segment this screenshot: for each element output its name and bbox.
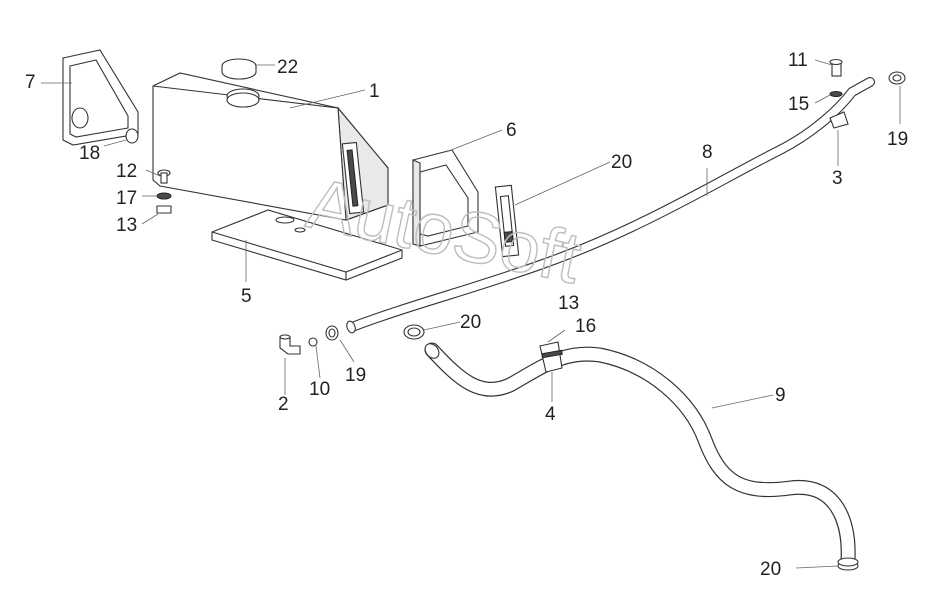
callout-9: 9 (775, 385, 786, 406)
clamp-part-20b (837, 557, 859, 571)
gauge-part-21 (494, 184, 520, 258)
plate-part-5 (211, 209, 403, 281)
callout-10: 10 (309, 379, 330, 400)
callout-16: 16 (575, 316, 596, 337)
fasteners-right (829, 58, 906, 129)
callout-19-low: 19 (345, 365, 366, 386)
callout-18: 18 (79, 143, 100, 164)
cap-part-22 (221, 58, 257, 80)
callout-3: 3 (832, 168, 843, 189)
callout-20-low: 20 (760, 559, 781, 580)
bracket-part-6 (412, 149, 479, 247)
callout-5: 5 (241, 286, 252, 307)
leader-lines (41, 59, 901, 569)
callout-17: 17 (116, 188, 137, 209)
callout-4: 4 (545, 404, 556, 425)
callout-7: 7 (25, 72, 36, 93)
callout-22: 22 (277, 57, 298, 78)
callout-6: 6 (506, 120, 517, 141)
callout-19-top: 19 (887, 129, 908, 150)
callout-15: 15 (788, 94, 809, 115)
callout-20-mid: 20 (460, 312, 481, 333)
elbow-part-2 (279, 325, 339, 355)
callout-11: 11 (788, 50, 808, 71)
tank-part-1 (152, 72, 389, 221)
hose-part-9 (424, 341, 856, 568)
clamp-part-20a (403, 324, 425, 340)
callout-1: 1 (369, 81, 380, 102)
callout-12: 12 (116, 161, 137, 182)
callout-2: 2 (278, 394, 289, 415)
callout-labels: 7 22 1 18 12 17 13 6 20 8 11 15 19 3 5 2… (25, 50, 908, 580)
callout-21: 20 (611, 152, 632, 173)
callout-13: 13 (558, 293, 579, 314)
callout-14: 13 (116, 215, 137, 236)
bracket-part-7 (62, 49, 139, 146)
pipe-part-8 (346, 77, 875, 334)
callout-8: 8 (702, 142, 713, 163)
